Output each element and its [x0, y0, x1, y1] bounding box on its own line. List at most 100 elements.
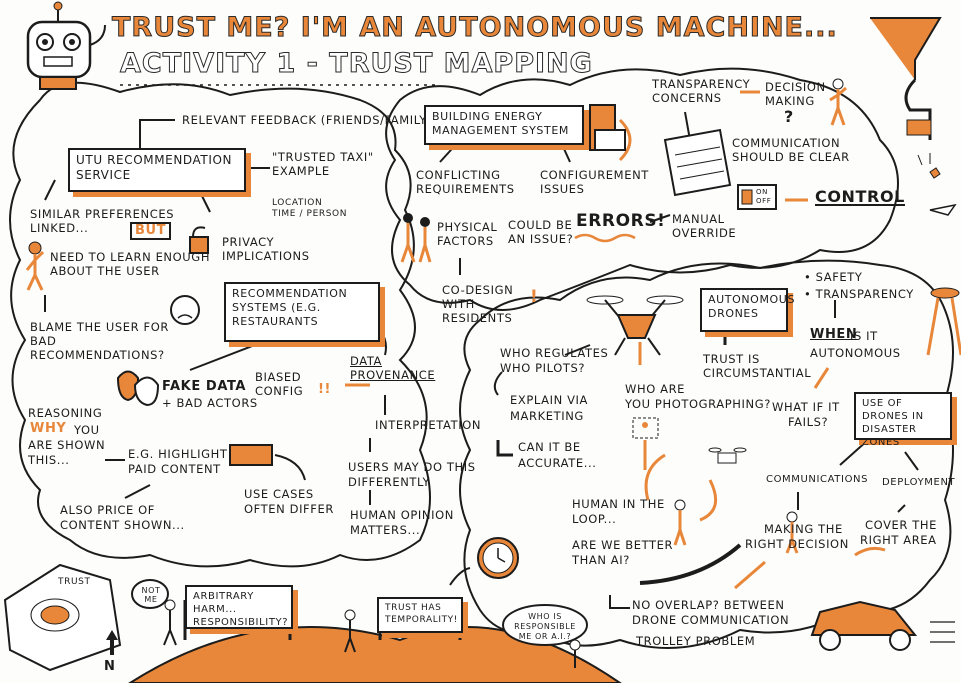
transparency-concerns: Transparency concerns — [652, 77, 751, 105]
who-pilots: who pilots? — [500, 361, 586, 375]
compass-north: N — [104, 659, 116, 674]
funnel-icon — [870, 17, 942, 140]
deployment-label: Deployment — [882, 477, 956, 488]
right-decision: right decision — [745, 537, 849, 551]
arbitrary-harm-sign: Arbitrary harm... responsibility? — [185, 585, 293, 629]
person-loop-icon — [673, 499, 687, 546]
safety-label: • Safety — [804, 270, 863, 284]
right-area: right area — [860, 533, 937, 547]
transparency-label: • Transparency — [804, 287, 914, 301]
are-we-better: Are we better — [572, 538, 674, 552]
configurement-issues: Configurement issues — [540, 168, 649, 196]
trolley-problem: Trolley problem — [636, 634, 756, 648]
paid-content: paid content — [128, 462, 221, 476]
alarm-clock-icon — [477, 537, 519, 579]
cover-the: Cover the — [865, 518, 937, 532]
robot-icon — [26, 1, 106, 90]
interpretation: Interpretation — [375, 418, 482, 432]
need-to-learn: Need to learn enough about the user — [50, 250, 211, 278]
communications-label: Communications — [766, 474, 869, 485]
conflicting-requirements: Conflicting requirements — [416, 168, 515, 196]
biased-config: Biased config — [255, 370, 304, 398]
top-cloud-outline — [385, 67, 899, 311]
explain-via: Explain via — [510, 393, 588, 407]
you-label: you — [74, 423, 100, 437]
accurate-label: accurate... — [518, 456, 597, 470]
autonomous-drones-box: Autonomous drones — [700, 288, 794, 332]
control-label: Control — [815, 187, 905, 206]
human-in-the: Human in the — [572, 497, 665, 511]
bad-actors: + bad actors — [162, 396, 258, 410]
communication-clear: Communication should be clear — [732, 136, 850, 164]
utu-recommendation-box: UTU Recommendation Service — [68, 148, 246, 192]
no-overlap: No overlap? Between — [632, 598, 785, 612]
location-label: Location — [272, 198, 323, 208]
who-regulates: Who regulates — [500, 346, 609, 360]
can-it-be: can it be — [518, 440, 581, 454]
errors-label: Errors! — [576, 211, 666, 231]
marketing-label: marketing — [510, 409, 584, 423]
manual-override: Manual override — [672, 212, 737, 240]
loop-label: loop... — [572, 512, 617, 526]
person-decision-icon — [829, 78, 847, 126]
time-person-label: Time / person — [272, 209, 348, 219]
biased-config-marks: !! — [318, 382, 332, 397]
what-if: What if it — [772, 400, 840, 414]
making-the: Making the — [764, 522, 843, 536]
who-are-you: Who are — [625, 382, 686, 396]
reasoning: Reasoning — [28, 406, 103, 420]
co-design-residents: Co-design with residents — [442, 283, 514, 325]
data-provenance: Data provenance — [350, 354, 436, 382]
recommendation-systems-box: Recommendation systems (e.g. restaurants — [224, 282, 380, 342]
why-label: Why — [30, 421, 67, 436]
map-icon — [3, 563, 122, 672]
similar-preferences: Similar preferences linked... — [30, 207, 175, 235]
drone-icon — [586, 295, 684, 356]
relevant-feedback: Relevant feedback (friends/family) — [182, 113, 432, 127]
document-icon — [663, 128, 732, 197]
disaster-zones-box: Use of drones in disaster zones — [854, 392, 952, 448]
blame-user: Blame the user for bad recommendations? — [30, 320, 169, 362]
autonomous-label: autonomous — [810, 346, 901, 360]
differently: differently — [348, 475, 431, 489]
also-price: Also price of — [60, 503, 156, 517]
trusted-taxi: "Trusted taxi" example — [272, 150, 374, 178]
small-drone-icon — [708, 447, 747, 464]
matters: matters... — [350, 523, 421, 537]
switch-on-label: ON — [756, 188, 768, 196]
physical-factors: Physical factors — [437, 220, 498, 248]
switch-off-label: OFF — [756, 197, 772, 205]
drone-communication: drone communication — [632, 613, 790, 627]
use-cases: Use cases — [244, 487, 314, 501]
users-may: Users may do this — [348, 460, 476, 474]
not-me-bubble: Not me — [141, 586, 161, 604]
than-ai: than AI? — [572, 553, 630, 567]
bottom-person-icon — [163, 599, 581, 668]
often-differ: often differ — [244, 502, 334, 516]
trust-map-label: Trust — [58, 577, 91, 587]
left-cloud-outline — [9, 81, 431, 568]
this-label: this... — [28, 453, 70, 467]
people-icon — [400, 213, 432, 263]
human-opinion: Human opinion — [350, 508, 454, 522]
photographing: you photographing? — [625, 397, 771, 411]
title-line-2: Activity 1 - Trust mapping — [120, 48, 593, 80]
temporality-sign: Trust has temporality! — [377, 597, 463, 633]
right-cloud-outline — [459, 259, 954, 649]
are-shown: are shown — [28, 438, 106, 452]
antenna-tower-icon — [926, 287, 961, 356]
fails-label: fails? — [788, 415, 829, 429]
who-responsible-bubble: Who is responsible me or A.I.? — [514, 612, 576, 641]
car-icon — [810, 600, 955, 651]
eg-highlight: E.G. highlight — [128, 447, 228, 461]
decision-question: ? — [784, 107, 794, 126]
title-line-1: Trust me? I'm an autonomous machine... — [112, 12, 838, 44]
content-shown: content shown... — [60, 518, 185, 532]
but-label: But — [130, 222, 172, 240]
could-be-issue: could be an issue? — [508, 218, 574, 246]
is-it-label: is it — [850, 329, 878, 343]
privacy-implications: Privacy implications — [222, 235, 310, 263]
decision-making: Decision making — [765, 80, 826, 108]
fake-data: Fake data — [162, 379, 247, 394]
